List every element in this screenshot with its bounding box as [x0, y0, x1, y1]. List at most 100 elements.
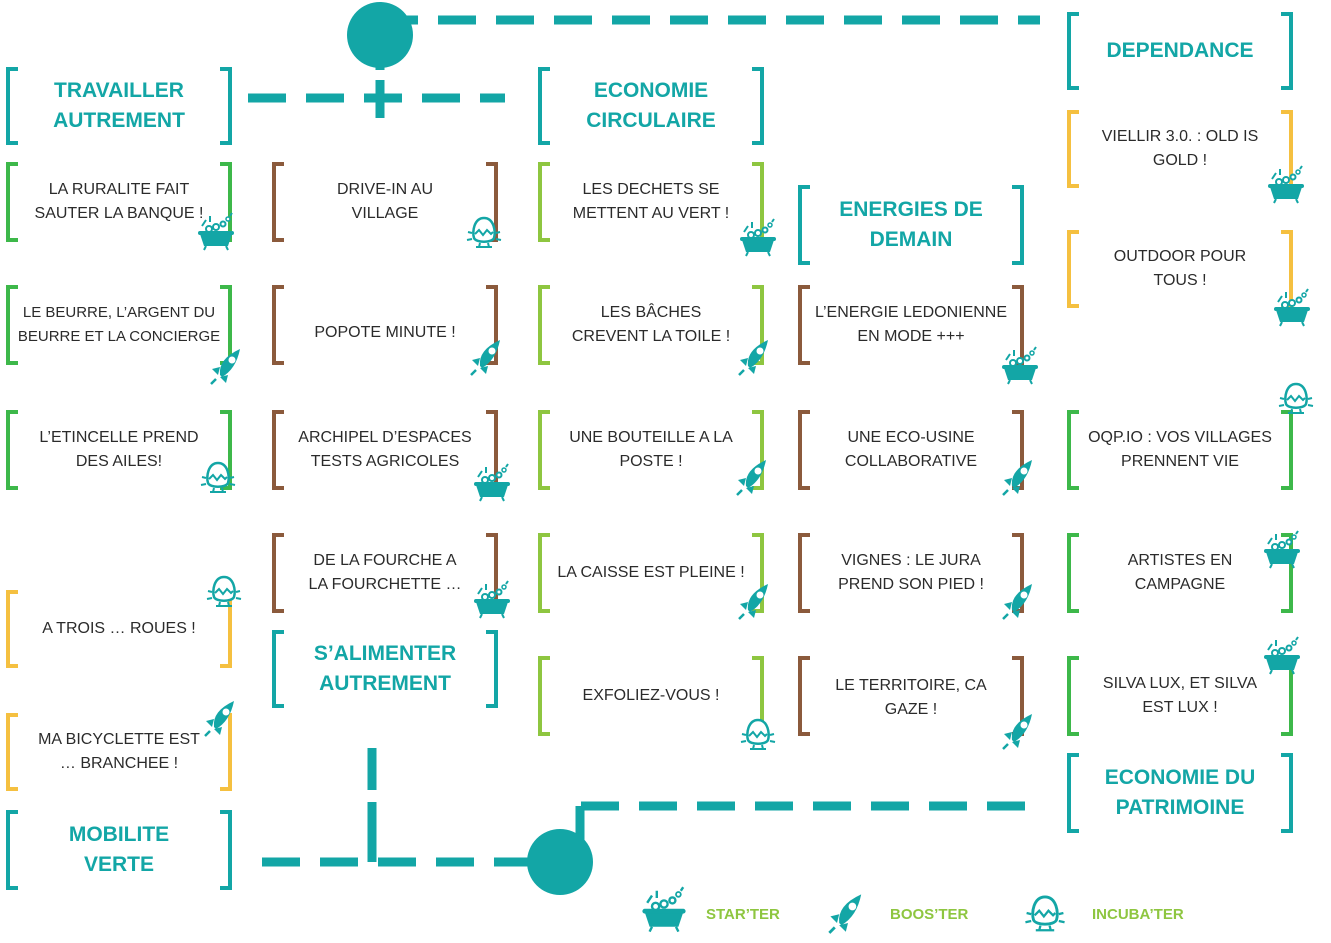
project-line: TESTS AGRICOLES — [310, 453, 460, 470]
bathtub-bubbles-icon — [1273, 288, 1311, 327]
rocket-icon — [735, 458, 768, 496]
rocket-icon — [737, 338, 770, 376]
category-line: ENERGIES DE — [839, 198, 983, 221]
rocket-icon — [1001, 712, 1034, 750]
project-etincelle: L’ETINCELLE PREND DES AILES! — [6, 410, 232, 490]
hatching-egg-icon — [739, 718, 777, 751]
project-line: COLLABORATIVE — [844, 453, 978, 470]
project-energie-ledonienne: L’ENERGIE LEDONIENNE EN MODE +++ — [798, 285, 1024, 365]
hatching-egg-icon — [1024, 895, 1066, 932]
project-line: POPOTE MINUTE ! — [314, 324, 456, 341]
category-line: CIRCULAIRE — [586, 109, 716, 132]
category-line: VERTE — [83, 853, 154, 876]
project-line: SILVA LUX, ET SILVA — [1102, 675, 1258, 692]
project-archipel: ARCHIPEL D’ESPACES TESTS AGRICOLES — [272, 410, 498, 490]
hub-circle-bottom — [527, 829, 593, 895]
bathtub-bubbles-icon — [1263, 530, 1301, 569]
rocket-icon — [1001, 458, 1034, 496]
project-line: PREND SON PIED ! — [838, 576, 984, 593]
project-line: GOLD ! — [1152, 152, 1208, 169]
project-line: ARTISTES EN — [1127, 552, 1233, 569]
project-vieillir: VIELLIR 3.0. : OLD IS GOLD ! — [1067, 110, 1293, 188]
legend-incubater-label: INCUBA’TER — [1092, 906, 1184, 923]
bathtub-bubbles-icon — [739, 218, 777, 257]
project-line: SAUTER LA BANQUE ! — [34, 205, 204, 222]
project-line: DRIVE-IN AU — [336, 181, 433, 198]
rocket-icon — [209, 347, 242, 385]
rocket-icon — [1001, 582, 1034, 620]
rocket-icon — [469, 338, 502, 376]
project-line: POSTE ! — [619, 453, 683, 470]
project-line: LES DECHETS SE — [582, 181, 720, 198]
hub-circle-top — [347, 2, 413, 68]
legend-booster-label: BOOS’TER — [890, 906, 969, 923]
hatching-egg-icon — [465, 216, 503, 249]
project-line: VILLAGE — [351, 205, 419, 222]
project-line: LES BÂCHES — [600, 304, 702, 321]
project-line: MA BICYCLETTE EST — [38, 731, 200, 748]
legend-starter-label: STAR’TER — [706, 906, 780, 923]
project-line: EN MODE +++ — [857, 328, 965, 345]
project-drive-in: DRIVE-IN AU VILLAGE — [272, 162, 498, 242]
project-line: LA CAISSE EST PLEINE ! — [557, 564, 745, 581]
category-economie-circulaire: ECONOMIE CIRCULAIRE — [538, 67, 764, 145]
project-line: PRENNENT VIE — [1121, 453, 1239, 470]
project-line: LE TERRITOIRE, CA — [835, 677, 987, 694]
project-trois-roues: A TROIS … ROUES ! — [6, 590, 232, 668]
project-line: L’ENERGIE LEDONIENNE — [814, 304, 1008, 321]
project-line: EST LUX ! — [1142, 699, 1218, 716]
category-economie-du-patrimoine: ECONOMIE DU PATRIMOINE — [1067, 753, 1293, 833]
category-line: AUTREMENT — [319, 672, 451, 695]
bathtub-bubbles-icon — [641, 886, 687, 933]
project-line: OQP.IO : VOS VILLAGES — [1088, 429, 1272, 446]
project-popote: POPOTE MINUTE ! — [272, 285, 498, 365]
rocket-icon — [737, 582, 770, 620]
project-line: METTENT AU VERT ! — [572, 205, 730, 222]
category-line: DEPENDANCE — [1106, 39, 1254, 62]
project-line: ARCHIPEL D’ESPACES — [298, 429, 472, 446]
category-line: AUTREMENT — [53, 109, 185, 132]
project-outdoor: OUTDOOR POUR TOUS ! — [1067, 230, 1293, 308]
bathtub-bubbles-icon — [197, 212, 235, 251]
project-line: GAZE ! — [884, 701, 938, 718]
rocket-icon — [827, 893, 863, 934]
project-line: TOUS ! — [1153, 272, 1207, 289]
category-dependance: DEPENDANCE — [1067, 12, 1293, 90]
project-baches: LES BÂCHES CREVENT LA TOILE ! — [538, 285, 764, 365]
category-line: PATRIMOINE — [1115, 796, 1245, 819]
bathtub-bubbles-icon — [1001, 346, 1039, 385]
hatching-egg-icon — [205, 575, 243, 608]
bathtub-bubbles-icon — [1267, 165, 1305, 204]
project-line: LA FOURCHETTE … — [308, 576, 462, 593]
project-line: LA RURALITE FAIT — [48, 181, 190, 198]
project-line: VIGNES : LE JURA — [841, 552, 981, 569]
project-silva: SILVA LUX, ET SILVA EST LUX ! — [1067, 656, 1293, 736]
project-line: CAMPAGNE — [1134, 576, 1226, 593]
category-line: S’ALIMENTER — [313, 642, 457, 665]
category-travailler-autrement: TRAVAILLER AUTREMENT — [6, 67, 232, 145]
project-line: OUTDOOR POUR — [1113, 248, 1247, 265]
project-line: L’ETINCELLE PREND — [39, 429, 199, 446]
project-line: BEURRE ET LA CONCIERGE — [17, 328, 221, 345]
hatching-egg-icon — [1277, 382, 1315, 415]
category-line: ECONOMIE — [593, 79, 709, 102]
project-line: VIELLIR 3.0. : OLD IS — [1101, 128, 1259, 145]
project-vignes: VIGNES : LE JURA PREND SON PIED ! — [798, 533, 1024, 613]
category-line: TRAVAILLER — [54, 79, 184, 102]
bathtub-bubbles-icon — [1263, 636, 1301, 675]
hatching-egg-icon — [199, 461, 237, 494]
project-bicyclette: MA BICYCLETTE EST… BRANCHEE ! — [6, 713, 232, 791]
project-line: DES AILES! — [75, 453, 163, 470]
project-territoire: LE TERRITOIRE, CA GAZE ! — [798, 656, 1024, 736]
project-line: CREVENT LA TOILE ! — [571, 328, 731, 345]
project-oqp: OQP.IO : VOS VILLAGES PRENNENT VIE — [1067, 410, 1293, 490]
project-line: DE LA FOURCHE A — [313, 552, 457, 569]
project-artistes: ARTISTES EN CAMPAGNE — [1067, 533, 1293, 613]
category-line: ECONOMIE DU — [1104, 766, 1256, 789]
